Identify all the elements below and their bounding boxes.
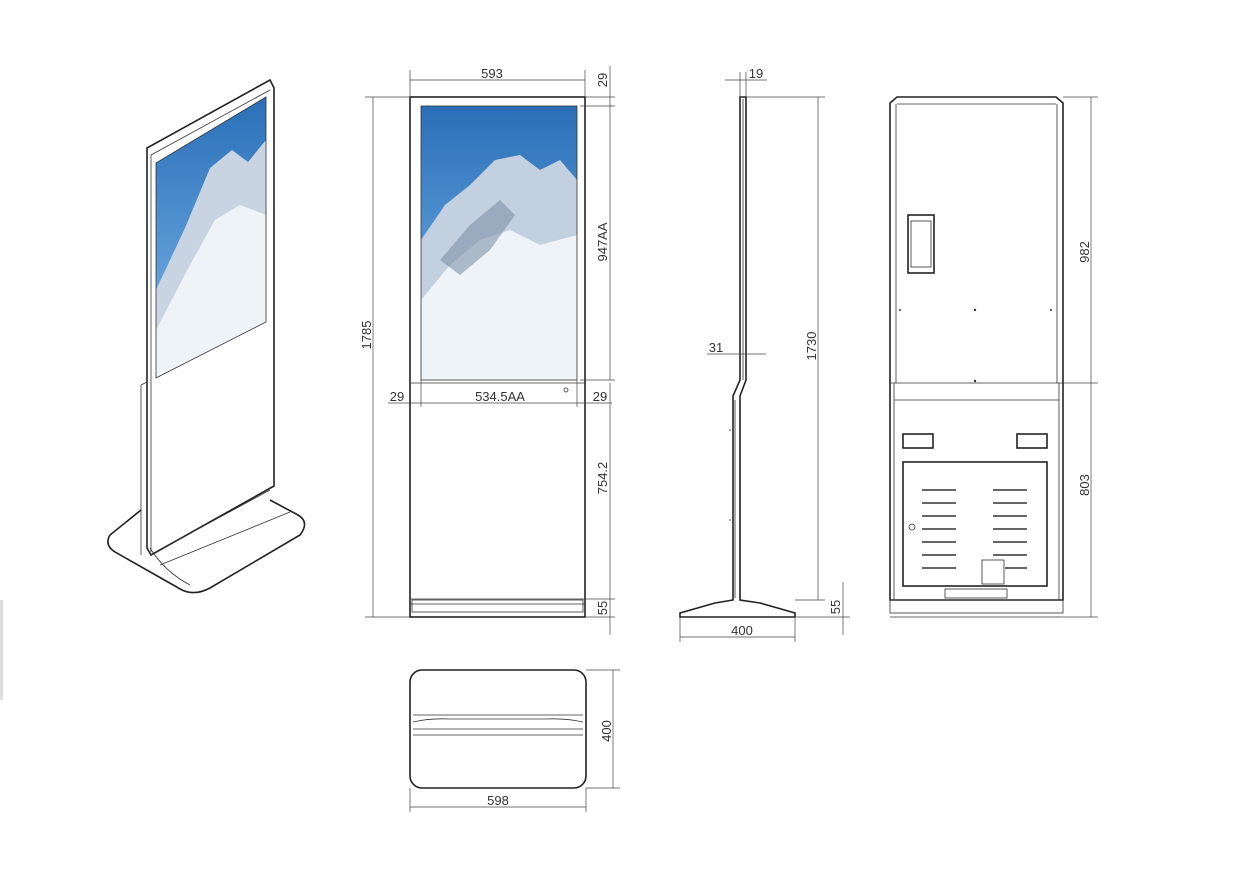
dim-lower-height: 754.2: [595, 462, 610, 495]
side-view: [679, 96, 796, 618]
dim-side-depth: 400: [731, 623, 753, 638]
top-dimensions: 400 598: [409, 669, 620, 812]
top-view: [409, 669, 587, 789]
vent-grilles: [922, 489, 1027, 569]
dim-back-lower: 803: [1077, 474, 1092, 496]
perspective-view: [107, 78, 306, 594]
front-dimensions: 593 29 947AA 1785 534.5AA 29 29 754.2 55: [359, 66, 615, 635]
dim-screen-width: 534.5AA: [475, 389, 525, 404]
dim-side-height: 1730: [804, 332, 819, 361]
dim-front-width: 593: [481, 66, 503, 81]
dim-side-ledge: 31: [709, 340, 723, 355]
dim-left-margin: 29: [390, 389, 404, 404]
back-dimensions: 982 803: [1063, 96, 1098, 618]
dim-top-depth: 400: [599, 720, 614, 742]
dim-side-base-height: 55: [828, 600, 843, 614]
front-screen: [420, 105, 578, 381]
front-view: [409, 96, 586, 618]
dim-side-thickness: 19: [749, 66, 763, 81]
perspective-base: [107, 489, 306, 594]
dim-right-margin: 29: [593, 389, 607, 404]
dim-base-height: 55: [595, 601, 610, 615]
dim-top-gap: 29: [595, 73, 610, 87]
dim-back-upper: 982: [1077, 241, 1092, 263]
dim-top-width: 598: [487, 793, 509, 808]
dim-total-height: 1785: [359, 321, 374, 350]
page-edge-strip: [0, 600, 3, 700]
dim-screen-height: 947AA: [595, 222, 610, 261]
side-dimensions: 19 31 1730 55 400: [679, 66, 850, 642]
back-view: [889, 96, 1064, 618]
perspective-screen: [155, 96, 267, 379]
